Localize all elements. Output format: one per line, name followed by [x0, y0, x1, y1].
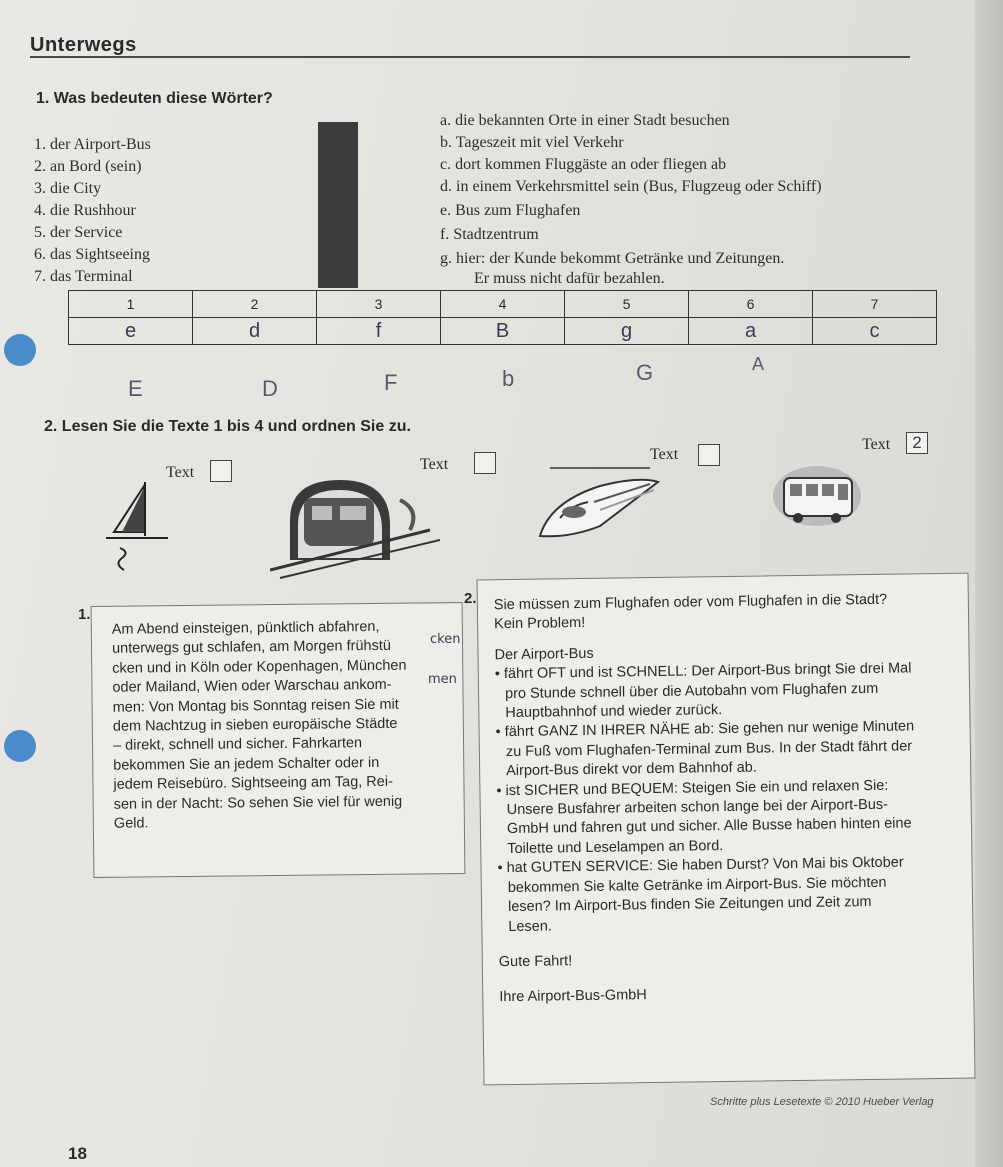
text-1-line: Geld. [113, 815, 149, 832]
sailboat-icon [106, 482, 168, 571]
hole-punch-dot [4, 730, 36, 762]
handwritten-answer: E [128, 376, 143, 401]
definition-g: g. hier: der Kunde bekommt Getränke und … [440, 250, 785, 267]
definition-b: b. Tageszeit mit viel Verkehr [440, 134, 624, 151]
grid-answer-cell[interactable]: B [440, 317, 565, 345]
definition-f: f. Stadtzentrum [440, 226, 539, 243]
grid-answer-cell[interactable]: e [68, 317, 193, 345]
term-6: 6. das Sightseeing [34, 246, 150, 263]
text-2-closing: Gute Fahrt! [498, 953, 573, 971]
handwritten-answer: D [262, 376, 278, 401]
text-2-panel: Sie müssen zum Flughafen oder vom Flugha… [476, 572, 976, 1086]
hole-punch-dot [4, 334, 36, 366]
grid-answer-cell[interactable]: g [564, 317, 689, 345]
grid-answer-cell[interactable]: c [812, 317, 937, 345]
text-label-2: Text [420, 456, 449, 473]
text-1-number: 1. [78, 606, 91, 623]
subway-train-icon [270, 480, 440, 579]
text-label-4: Text [862, 436, 891, 453]
grid-number: 2 [192, 290, 317, 318]
text-2-number: 2. [464, 590, 477, 607]
copyright-credit: Schritte plus Lesetexte © 2010 Hueber Ve… [710, 1096, 934, 1108]
grid-number: 4 [440, 290, 565, 318]
high-speed-train-icon [538, 467, 661, 538]
exercise1-heading: 1. Was bedeuten diese Wörter? [36, 90, 273, 107]
grid-number: 3 [316, 290, 441, 318]
grid-number: 5 [564, 290, 689, 318]
grid-answer-cell[interactable]: d [192, 317, 317, 345]
handwritten-answer: A [752, 354, 765, 374]
definition-e: e. Bus zum Flughafen [440, 202, 581, 219]
page-title: Unterwegs [30, 34, 137, 56]
answer-box-3[interactable] [698, 444, 720, 466]
grid-number: 6 [688, 290, 813, 318]
grid-answer-cell[interactable]: a [688, 317, 813, 345]
text-label-1: Text [166, 464, 195, 481]
page-number: 18 [68, 1144, 87, 1163]
handwritten-answer: G [636, 360, 654, 385]
handwritten-note: men [428, 672, 457, 687]
term-1: 1. der Airport-Bus [34, 136, 151, 153]
term-4: 4. die Rushhour [34, 202, 136, 219]
text-label-3: Text [650, 446, 679, 463]
handwritten-answer: F [384, 370, 398, 395]
definition-c: c. dort kommen Fluggäste an oder fliegen… [440, 156, 727, 173]
term-5: 5. der Service [34, 224, 123, 241]
grid-answer-row: e d f B g a c [68, 317, 937, 345]
answer-box-2[interactable] [474, 452, 496, 474]
grid-number-row: 1 2 3 4 5 6 7 [68, 290, 937, 318]
definition-g-continued: Er muss nicht dafür bezahlen. [474, 270, 665, 287]
term-2: 2. an Bord (sein) [34, 158, 142, 175]
definition-a: a. die bekannten Orte in einer Stadt bes… [440, 112, 730, 129]
scan-dark-bar [318, 122, 358, 288]
term-7: 7. das Terminal [34, 268, 133, 285]
text-1-panel: Am Abend einsteigen, pünktlich abfahren,… [90, 602, 466, 878]
answer-box-4[interactable]: 2 [906, 432, 928, 454]
handwritten-answer: b [502, 366, 515, 391]
grid-number: 7 [812, 290, 937, 318]
text-2-signature: Ihre Airport-Bus-GmbH [499, 987, 647, 1006]
answer-box-1[interactable] [210, 460, 232, 482]
answer-grid: 1 2 3 4 5 6 7 e d f B g a c [68, 290, 937, 345]
definition-d: d. in einem Verkehrsmittel sein (Bus, Fl… [440, 178, 822, 195]
bus-icon [773, 466, 861, 526]
title-rule [30, 56, 910, 58]
text-1-line: cken und in Köln oder Kopenhagen, Münche… [112, 657, 407, 677]
grid-number: 1 [68, 290, 193, 318]
exercise2-heading: 2. Lesen Sie die Texte 1 bis 4 und ordne… [44, 418, 411, 435]
page-edge-shadow [975, 0, 1003, 1167]
term-3: 3. die City [34, 180, 102, 197]
grid-answer-cell[interactable]: f [316, 317, 441, 345]
handwritten-note: cken [430, 632, 461, 647]
